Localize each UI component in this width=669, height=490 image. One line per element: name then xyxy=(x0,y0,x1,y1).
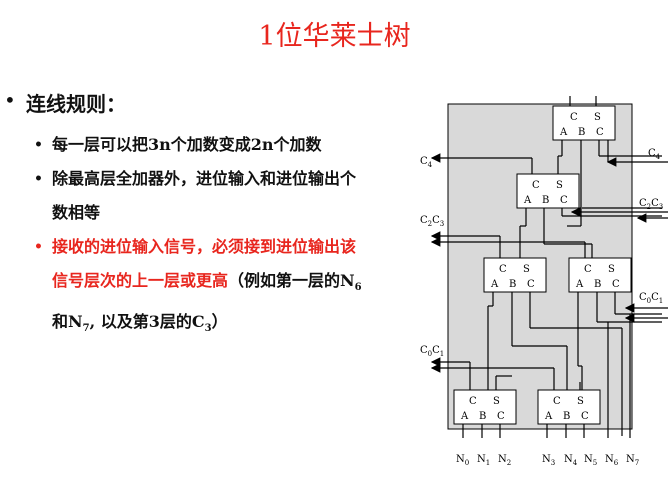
adder-cin-label: C xyxy=(581,411,589,422)
adder-a-label: A xyxy=(544,411,553,422)
full-adder-level1-right: C S A B C xyxy=(568,257,632,293)
rule-item-2-line2: 数相等 xyxy=(52,203,101,222)
rule-item-3-red-line2: 信号层次的上一层或更高 xyxy=(52,271,229,290)
adder-a-label: A xyxy=(575,279,584,290)
adder-c-label: C xyxy=(570,112,578,123)
full-adder-level3: C S A B C xyxy=(552,105,616,141)
adder-cin-label: C xyxy=(596,127,604,138)
adder-s-label: S xyxy=(608,264,615,275)
rule-item-3: • 接收的进位输入信号，必须接到进位输出该 信号层次的上一层或更高（例如第一层的… xyxy=(34,230,424,340)
full-adder-level0-right: C S A B C xyxy=(537,389,601,425)
rule-item-1-text: 每一层可以把3n个加数变成2n个加数 xyxy=(52,135,322,154)
c4-right-label: C4 xyxy=(648,148,661,161)
c0c1-left-label: C0C1 xyxy=(420,345,444,358)
input-label-n5: N5 xyxy=(584,454,597,467)
adder-s-label: S xyxy=(493,396,500,407)
rule-item-2: • 除最高层全加器外，进位输入和进位输出个 数相等 xyxy=(34,162,424,230)
bullet-dot: • xyxy=(34,137,43,153)
adder-cin-label: C xyxy=(527,279,535,290)
sub-3: 3 xyxy=(204,323,212,335)
adder-b-label: B xyxy=(578,127,585,138)
wallace-tree-diagram: C S A B C C S A B C C S A B C C S A B C … xyxy=(420,96,668,467)
full-adder-level2: C S A B C xyxy=(516,173,580,209)
adder-b-label: B xyxy=(509,279,516,290)
full-adder-level0-left: C S A B C xyxy=(453,389,517,425)
adder-b-label: B xyxy=(479,411,486,422)
adder-b-label: B xyxy=(594,279,601,290)
input-label-n1: N1 xyxy=(477,454,490,467)
adder-a-label: A xyxy=(523,195,532,206)
adder-cin-label: C xyxy=(612,279,620,290)
adder-cin-label: C xyxy=(497,411,505,422)
full-adder-level1-left: C S A B C xyxy=(483,257,547,293)
adder-b-label: B xyxy=(542,195,549,206)
rule-item-3-red-line1: 接收的进位输入信号，必须接到进位输出该 xyxy=(52,237,357,256)
adder-b-label: B xyxy=(563,411,570,422)
adder-c-label: C xyxy=(499,264,507,275)
adder-c-label: C xyxy=(532,180,540,191)
adder-a-label: A xyxy=(460,411,469,422)
adder-c-label: C xyxy=(553,396,561,407)
main-bullet-text: 连线规则： xyxy=(26,92,126,116)
wiring xyxy=(430,96,662,438)
incoming-carries xyxy=(570,140,668,323)
rule-item-3-text: 接收的进位输入信号，必须接到进位输出该 信号层次的上一层或更高（例如第一层的N6… xyxy=(52,230,432,346)
sub-7: 7 xyxy=(82,323,90,335)
c4-left-label: C4 xyxy=(420,156,433,169)
rule-item-3-example: （例如第一层的N xyxy=(228,271,355,290)
input-label-n7: N7 xyxy=(626,454,639,467)
sub-6: 6 xyxy=(354,282,362,294)
rule-item-2-line1: 除最高层全加器外，进位输入和进位输出个 xyxy=(52,169,357,188)
rule-item-3-close: ） xyxy=(211,312,228,332)
adder-s-label: S xyxy=(594,112,601,123)
rule-item-3-example-cont: 和N xyxy=(52,312,83,332)
rule-item-2-text: 除最高层全加器外，进位输入和进位输出个 数相等 xyxy=(52,162,432,230)
c0c1-right-label: C0C1 xyxy=(639,292,663,305)
bullet-dot: • xyxy=(34,239,43,255)
input-label-n4: N4 xyxy=(564,454,578,467)
bullet-dot: • xyxy=(4,88,16,112)
c2c3-left-label: C2C3 xyxy=(420,215,444,228)
input-label-n0: N0 xyxy=(456,454,469,467)
input-label-n3: N3 xyxy=(542,454,555,467)
adder-s-label: S xyxy=(577,396,584,407)
page-title: 1位华莱士树 xyxy=(258,21,411,52)
adder-c-label: C xyxy=(584,264,592,275)
bullet-dot: • xyxy=(34,171,43,187)
adder-s-label: S xyxy=(523,264,530,275)
adder-cin-label: C xyxy=(560,195,568,206)
adder-c-label: C xyxy=(469,396,477,407)
c2c3-right-label: C2C3 xyxy=(639,198,663,211)
input-labels: N0 N1 N2 N3 N4 N5 N6 N7 xyxy=(456,454,639,467)
input-label-n2: N2 xyxy=(498,454,511,467)
adder-s-label: S xyxy=(556,180,563,191)
adder-a-label: A xyxy=(490,279,499,290)
adder-a-label: A xyxy=(559,127,568,138)
input-label-n6: N6 xyxy=(605,454,619,467)
rule-item-3-example-cont2: , 以及第3层的C xyxy=(89,312,205,332)
